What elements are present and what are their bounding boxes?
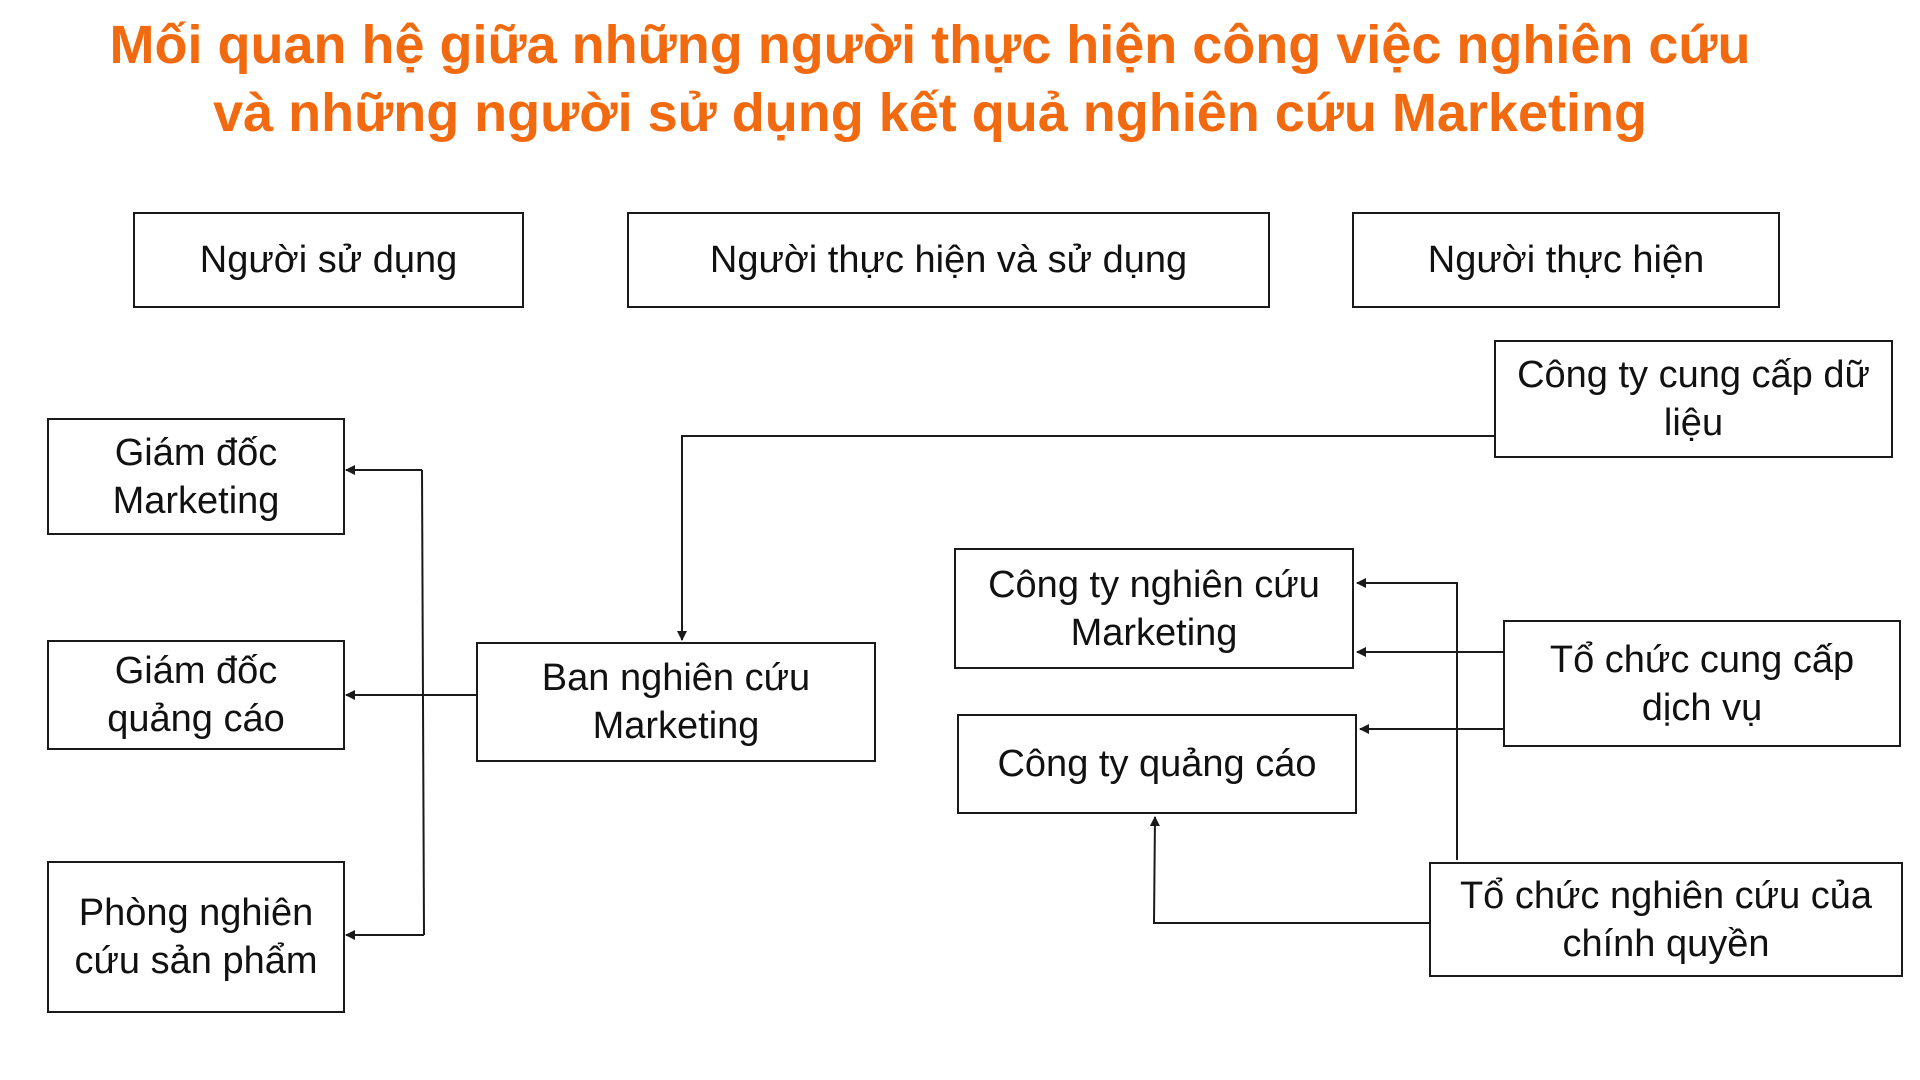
category-users: Người sử dụng	[133, 212, 524, 308]
node-government-research-org: Tổ chức nghiên cứu của chính quyền	[1429, 862, 1903, 977]
node-service-provider-org-label: Tổ chức cung cấp dịch vụ	[1549, 638, 1855, 729]
slide-title-line-2: và những người sử dụng kết quả nghiên cứ…	[213, 83, 1647, 143]
arrow-government-to-research-company	[1356, 578, 1458, 860]
node-marketing-research-company-label: Công ty nghiên cứu Marketing	[988, 563, 1320, 654]
category-performers-label: Người thực hiện	[1427, 239, 1705, 281]
slide-title-line-1: Mối quan hệ giữa những người thực hiện c…	[109, 15, 1751, 75]
node-marketing-director-label: Giám đốc Marketing	[112, 431, 280, 522]
node-data-provider-company-label: Công ty cung cấp dữ liệu	[1517, 354, 1870, 444]
node-marketing-director: Giám đốc Marketing	[47, 418, 345, 535]
node-marketing-research-company: Công ty nghiên cứu Marketing	[954, 548, 1354, 669]
node-advertising-director-label: Giám đốc quảng cáo	[107, 650, 285, 740]
node-advertising-company: Công ty quảng cáo	[957, 714, 1357, 814]
node-service-provider-org: Tổ chức cung cấp dịch vụ	[1503, 620, 1901, 747]
node-marketing-research-board-label: Ban nghiên cứu Marketing	[541, 657, 811, 747]
connector-vertical-bus	[421, 469, 425, 936]
node-data-provider-company: Công ty cung cấp dữ liệu	[1494, 340, 1893, 458]
arrow-government-to-advertising-company	[1149, 816, 1430, 924]
category-performers-and-users: Người thực hiện và sử dụng	[627, 212, 1270, 308]
category-performers: Người thực hiện	[1352, 212, 1780, 308]
category-users-label: Người sử dụng	[199, 239, 458, 281]
node-government-research-org-label: Tổ chức nghiên cứu của chính quyền	[1459, 874, 1873, 965]
node-marketing-research-board: Ban nghiên cứu Marketing	[476, 642, 876, 762]
arrow-data-provider-to-board	[677, 435, 1495, 641]
node-advertising-director: Giám đốc quảng cáo	[47, 640, 345, 750]
node-product-research-dept-label: Phòng nghiên cứu sản phẩm	[74, 892, 318, 982]
node-advertising-company-label: Công ty quảng cáo	[997, 743, 1317, 785]
node-product-research-dept: Phòng nghiên cứu sản phẩm	[47, 861, 345, 1013]
category-performers-and-users-label: Người thực hiện và sử dụng	[709, 239, 1188, 281]
